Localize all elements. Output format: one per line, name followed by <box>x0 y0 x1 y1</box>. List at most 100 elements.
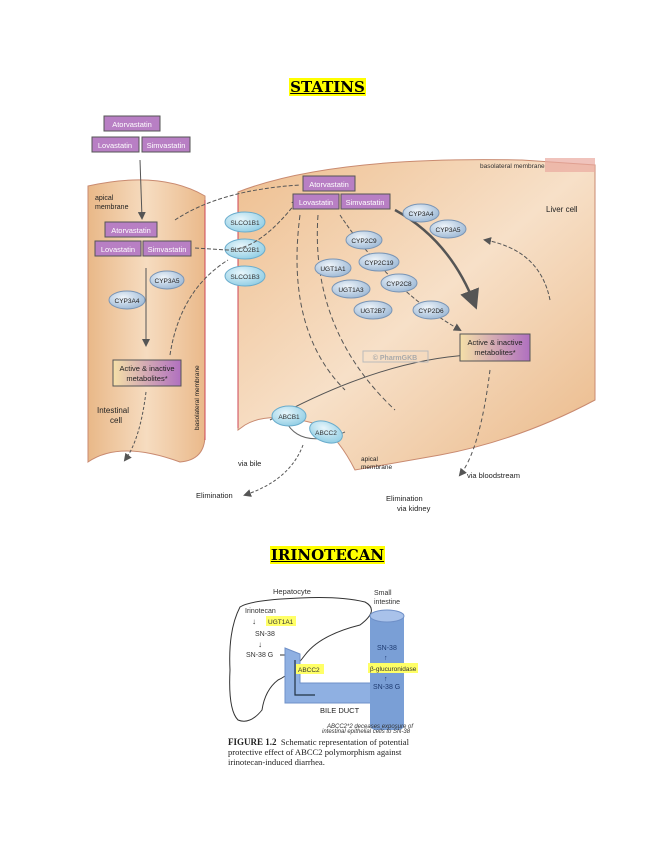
svg-text:SLCO1B1: SLCO1B1 <box>230 220 260 227</box>
irinotecan-diagram: Hepatocyte Small intestine Irinotecan ↓ … <box>229 587 418 730</box>
enzyme-cyp3a5-intestine: CYP3A5 <box>149 270 185 290</box>
ugt1a1-label: UGT1A1 <box>268 619 294 626</box>
via-bile-label: via bile <box>238 459 261 468</box>
svg-text:CYP3A4: CYP3A4 <box>115 298 140 305</box>
glucuronidase-highlight <box>368 663 418 673</box>
arrow-down-icon: ↓ <box>258 640 262 649</box>
apical-membrane-label-liver: apical <box>361 456 379 463</box>
svg-text:metabolites*: metabolites* <box>126 374 167 383</box>
ugt1a1-highlight <box>266 616 296 626</box>
svg-text:via kidney: via kidney <box>397 504 431 513</box>
svg-text:metabolites*: metabolites* <box>474 348 515 357</box>
svg-text:UGT2B7: UGT2B7 <box>360 308 386 315</box>
arrow-down-icon: ↓ <box>252 617 256 626</box>
caption-text: Schematic representation of potential pr… <box>228 737 409 767</box>
drug-box-simvastatin-liver: Simvastatin <box>340 193 391 210</box>
abcc2-note-line2: intestinal epithelial cells to SN-38 <box>322 729 411 735</box>
metabolites-box-liver: Active & inactive metabolites* <box>459 333 531 362</box>
svg-text:UGT1A3: UGT1A3 <box>338 287 364 294</box>
svg-text:Lovastatin: Lovastatin <box>101 245 135 254</box>
via-bloodstream-label: via bloodstream <box>467 471 520 480</box>
svg-text:cell: cell <box>110 416 122 425</box>
liver-cell-label: Liver cell <box>546 205 578 214</box>
hepatocyte-label: Hepatocyte <box>273 587 311 596</box>
elimination-kidney-label: Elimination <box>386 494 423 503</box>
enzyme-cyp2c9: CYP2C9 <box>345 230 383 250</box>
irinotecan-label: Irinotecan <box>245 608 276 615</box>
glucuronidase-label: β-glucuronidase <box>370 666 417 673</box>
caption-label: FIGURE 1.2 <box>228 737 277 747</box>
enzyme-cyp2d6: CYP2D6 <box>412 300 450 320</box>
metabolites-box-intestine: Active & inactive metabolites* <box>112 359 182 387</box>
enzyme-cyp3a5-liver: CYP3A5 <box>429 219 467 239</box>
transporter-slco2b1: SLCO2B1 <box>224 238 266 260</box>
svg-text:ABCC2: ABCC2 <box>315 430 337 437</box>
enzyme-cyp2c8: CYP2C8 <box>380 273 418 293</box>
intestine-sn38g-label: SN-38 G <box>373 684 400 691</box>
svg-text:ABCB1: ABCB1 <box>278 414 300 421</box>
svg-text:SLCO1B3: SLCO1B3 <box>230 274 260 281</box>
enzyme-ugt2b7: UGT2B7 <box>353 300 393 320</box>
svg-text:UGT1A1: UGT1A1 <box>320 266 346 273</box>
statins-heading: STATINS <box>289 78 366 96</box>
intestine-sn38-label: SN-38 <box>377 645 397 652</box>
svg-text:membrane: membrane <box>95 204 129 211</box>
svg-text:CYP3A5: CYP3A5 <box>155 278 180 285</box>
svg-text:CYP2C19: CYP2C19 <box>365 260 394 267</box>
basolateral-membrane-label-liver: basolateral membrane <box>480 163 545 170</box>
intestinal-cell-label: Intestinal <box>97 406 129 415</box>
svg-text:CYP3A4: CYP3A4 <box>409 211 434 218</box>
svg-text:Lovastatin: Lovastatin <box>98 141 132 150</box>
drug-box-lovastatin-liver: Lovastatin <box>292 193 340 210</box>
svg-text:CYP2C9: CYP2C9 <box>351 238 377 245</box>
transporter-abcc2: ABCC2 <box>309 420 343 444</box>
transporter-abcb1: ABCB1 <box>271 405 307 427</box>
irinotecan-heading: IRINOTECAN <box>269 546 386 564</box>
bile-duct-label: BILE DUCT <box>320 706 360 715</box>
svg-text:Simvastatin: Simvastatin <box>346 198 385 207</box>
svg-text:Active & inactive: Active & inactive <box>467 338 522 347</box>
statins-diagram: Atorvastatin Lovastatin Simvastatin apic… <box>87 115 596 513</box>
transporter-slco1b1: SLCO1B1 <box>224 211 266 233</box>
sn38-label: SN-38 <box>255 631 275 638</box>
svg-text:Lovastatin: Lovastatin <box>299 198 333 207</box>
figure-caption: FIGURE 1.2 Schematic representation of p… <box>228 737 433 767</box>
svg-text:intestine: intestine <box>374 599 400 606</box>
basolateral-membrane-label-intestine: basolateral membrane <box>194 365 201 430</box>
svg-text:Atorvastatin: Atorvastatin <box>309 180 349 189</box>
drug-box-simvastatin-intestine: Simvastatin <box>142 240 192 257</box>
abcc2-note: ABCC2*2 deceases exposure of <box>326 724 414 730</box>
enzyme-ugt1a3: UGT1A3 <box>331 279 371 299</box>
enzyme-cyp2c19: CYP2C19 <box>358 252 400 272</box>
abcc2-label: ABCC2 <box>298 667 320 674</box>
drug-box-simvastatin-outside: Simvastatin <box>141 136 191 153</box>
enzyme-cyp3a4-intestine: CYP3A4 <box>108 290 146 310</box>
membrane-pattern <box>545 158 595 172</box>
svg-text:↑: ↑ <box>384 655 388 662</box>
svg-text:CYP2C8: CYP2C8 <box>386 281 412 288</box>
enzyme-ugt1a1: UGT1A1 <box>314 258 352 278</box>
enzyme-cyp3a4-liver: CYP3A4 <box>402 203 440 223</box>
elimination-bile-label: Elimination <box>196 491 233 500</box>
svg-text:CYP2D6: CYP2D6 <box>418 308 444 315</box>
apical-membrane-label: apical <box>95 195 114 202</box>
drug-box-atorvastatin-intestine: Atorvastatin <box>104 221 158 238</box>
sn38g-label: SN-38 G <box>246 652 273 659</box>
transporter-slco1b3: SLCO1B3 <box>224 265 266 287</box>
svg-text:Active & inactive: Active & inactive <box>119 364 174 373</box>
small-intestine-label: Small <box>374 590 392 597</box>
svg-text:Atorvastatin: Atorvastatin <box>111 226 151 235</box>
svg-text:CYP3A5: CYP3A5 <box>436 227 461 234</box>
svg-text:SLCO2B1: SLCO2B1 <box>230 247 260 254</box>
svg-text:Simvastatin: Simvastatin <box>148 245 187 254</box>
svg-text:© PharmGKB: © PharmGKB <box>373 354 417 362</box>
drug-box-atorvastatin-outside: Atorvastatin <box>103 115 161 132</box>
drug-box-lovastatin-intestine: Lovastatin <box>94 240 142 257</box>
svg-text:↑: ↑ <box>384 676 388 683</box>
pharmgkb-watermark: © PharmGKB <box>362 350 429 363</box>
abcc2-highlight <box>296 664 324 674</box>
svg-text:Simvastatin: Simvastatin <box>147 141 186 150</box>
svg-text:Atorvastatin: Atorvastatin <box>112 120 152 129</box>
svg-text:membrane: membrane <box>361 464 392 471</box>
drug-box-atorvastatin-liver: Atorvastatin <box>302 175 356 192</box>
